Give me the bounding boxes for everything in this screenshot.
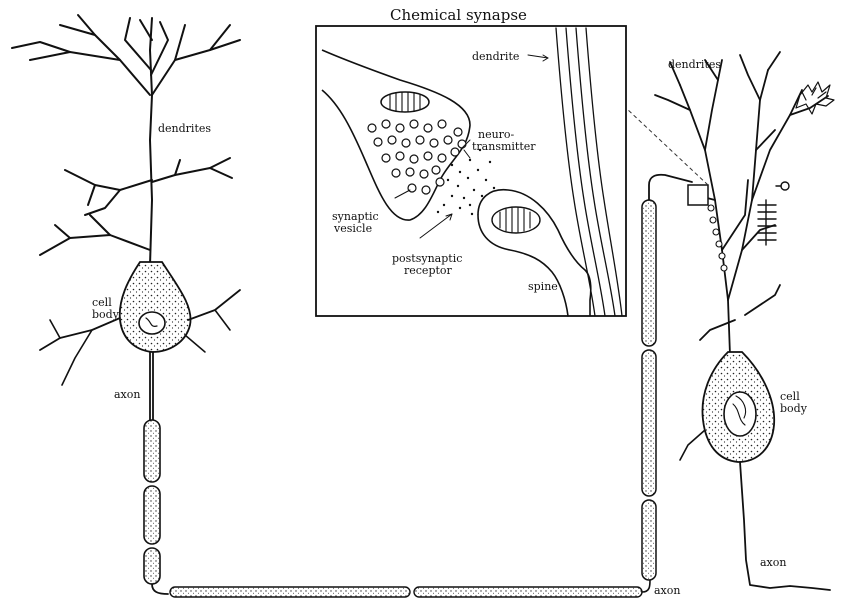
label-synaptic-vesicle-line2: vesicle — [333, 222, 372, 235]
presynaptic-mitochondrion — [381, 92, 429, 112]
left-myelin-segment-2 — [144, 486, 160, 544]
right-spines — [758, 182, 789, 245]
right-axon-myelin-1 — [642, 500, 656, 580]
label-right-cell-body-line2: body — [780, 402, 808, 415]
label-left-cell-body-line2: body — [92, 308, 120, 321]
right-neuron — [626, 52, 834, 590]
bottom-myelin-segment-1 — [170, 587, 410, 597]
left-nucleus — [139, 312, 165, 334]
left-cell-body — [120, 262, 191, 352]
label-neurotransmitter-line2: transmitter — [472, 140, 536, 153]
bottom-myelin-segment-2 — [414, 587, 642, 597]
left-dendrite-tree — [12, 15, 240, 265]
synapse-inset — [316, 26, 626, 316]
label-right-axon: axon — [760, 556, 786, 569]
synapse-locator-box — [688, 185, 708, 205]
label-spine: spine — [528, 280, 558, 293]
label-left-axon: axon — [114, 388, 140, 401]
inset-title: Chemical synapse — [390, 6, 527, 24]
label-right-dendrites: dendrites — [668, 58, 721, 71]
label-connecting-axon: axon — [654, 584, 680, 597]
left-myelin-segment-3 — [144, 548, 160, 584]
label-inset-dendrite: dendrite — [472, 50, 519, 63]
spine-apparatus — [492, 207, 540, 233]
right-axon-myelin-3 — [642, 200, 656, 346]
label-left-dendrites: dendrites — [158, 122, 211, 135]
right-axon-myelin-2 — [642, 350, 656, 496]
label-postsynaptic-receptor-line2: receptor — [404, 264, 453, 277]
left-neuron — [12, 15, 240, 594]
left-myelin-segment-1 — [144, 420, 160, 482]
right-dendrite-tree — [655, 52, 828, 355]
